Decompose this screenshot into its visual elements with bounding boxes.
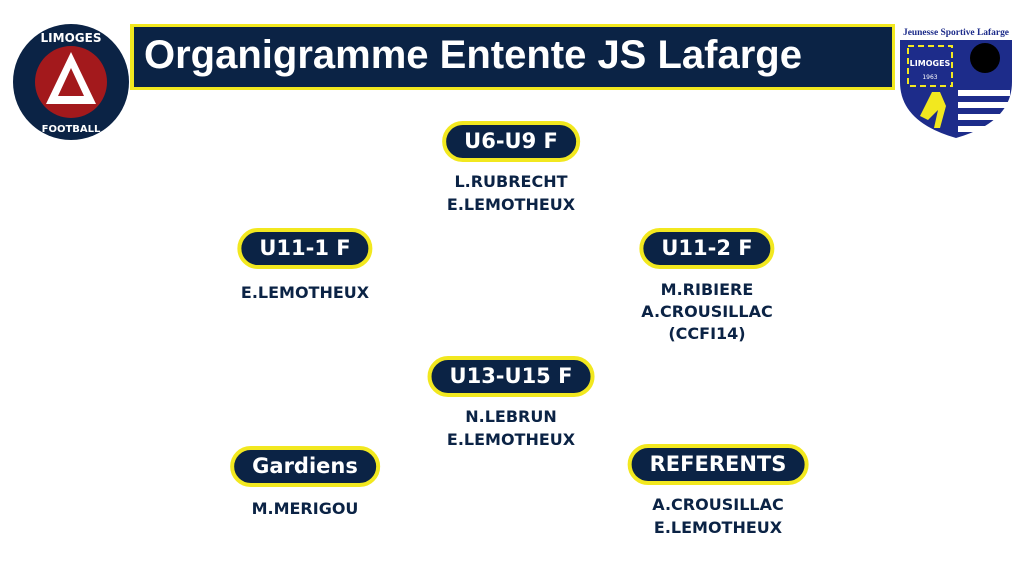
coach-name: N.LEBRUN (465, 407, 557, 426)
group-u11-1: U11-1 F E.LEMOTHEUX (237, 228, 373, 304)
svg-text:FOOTBALL: FOOTBALL (42, 124, 101, 135)
svg-text:LIMOGES: LIMOGES (910, 59, 951, 68)
coach-name: E.LEMOTHEUX (240, 283, 370, 302)
team-label: U11-2 F (639, 228, 775, 269)
title-banner: Organigramme Entente JS Lafarge (130, 24, 895, 90)
limoges-football-logo: LIMOGES FOOTBALL (13, 24, 129, 140)
svg-text:1963: 1963 (922, 74, 937, 81)
svg-text:LIMOGES: LIMOGES (41, 31, 102, 45)
coach-name: M.RIBIERE (660, 280, 754, 299)
coach-name: A.CROUSILLAC (652, 495, 784, 514)
coach-name: M.MERIGOU (251, 499, 359, 518)
coach-name: E.LEMOTHEUX (446, 430, 576, 449)
coach-name: A.CROUSILLAC (641, 302, 773, 321)
team-label: U11-1 F (237, 228, 373, 269)
team-label: Gardiens (230, 446, 380, 487)
svg-text:Jeunesse Sportive Lafarge: Jeunesse Sportive Lafarge (903, 27, 1009, 37)
group-u11-2: U11-2 F M.RIBIERE A.CROUSILLAC (CCFI14) (639, 228, 775, 345)
coach-name: L.RUBRECHT (454, 172, 568, 191)
team-label: U6-U9 F (442, 121, 580, 162)
js-lafarge-logo: Jeunesse Sportive Lafarge LIMOGES 1963 (900, 24, 1012, 138)
coach-name: E.LEMOTHEUX (446, 195, 576, 214)
group-u6-u9: U6-U9 F L.RUBRECHT E.LEMOTHEUX (442, 121, 580, 216)
team-label: U13-U15 F (427, 356, 595, 397)
page-title: Organigramme Entente JS Lafarge (144, 33, 802, 77)
team-label: REFERENTS (627, 444, 809, 485)
group-gardiens: Gardiens M.MERIGOU (230, 446, 380, 520)
group-referents: REFERENTS A.CROUSILLAC E.LEMOTHEUX (627, 444, 809, 539)
group-u13-u15: U13-U15 F N.LEBRUN E.LEMOTHEUX (427, 356, 595, 451)
coach-name: (CCFI14) (668, 324, 746, 343)
coach-name: E.LEMOTHEUX (653, 518, 783, 537)
